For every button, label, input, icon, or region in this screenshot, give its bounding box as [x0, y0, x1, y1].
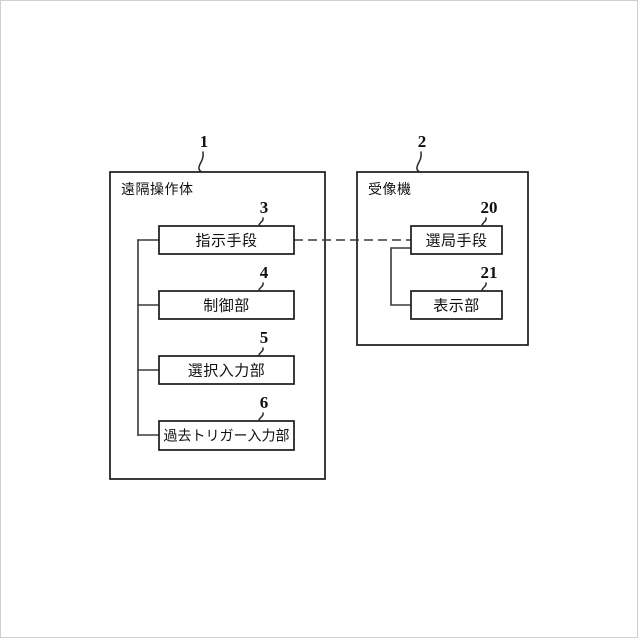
ref-21-number: 21 [481, 263, 498, 282]
block-display-unit-rect [410, 290, 503, 320]
ref-20-leader [481, 217, 487, 227]
ref-21-leader [481, 282, 487, 292]
ref-20-number: 20 [481, 198, 498, 217]
block-past-trigger-input-unit-label: 過去トリガー入力部 [164, 429, 290, 445]
block-tuning-means: 選局手段 [410, 225, 503, 255]
block-tuning-means-label: 選局手段 [425, 232, 487, 250]
block-control-unit-rect [158, 290, 295, 320]
block-selection-input-unit-rect [158, 355, 295, 385]
block-display-unit-label: 表示部 [433, 297, 480, 315]
panel-remote-operation-body-label: 遠隔操作体 [121, 182, 194, 198]
remote-internal-bus [137, 239, 160, 436]
ref-2-leader [416, 151, 422, 173]
block-tuning-means-rect [410, 225, 503, 255]
block-instruction-means-label: 指示手段 [195, 232, 257, 250]
block-selection-input-unit-label: 選択入力部 [188, 362, 266, 380]
ref-6-leader [258, 412, 264, 422]
ref-1-leader [198, 151, 204, 173]
block-control-unit: 制御部 [158, 290, 295, 320]
block-selection-input-unit: 選択入力部 [158, 355, 295, 385]
ref-5: 5 [258, 328, 269, 357]
block-instruction-means: 指示手段 [158, 225, 295, 255]
ref-20: 20 [481, 198, 498, 227]
ref-3-leader [258, 217, 264, 227]
block-instruction-means-rect [158, 225, 295, 255]
ref-5-number: 5 [260, 328, 269, 347]
ref-2: 2 [416, 132, 427, 173]
ref-4-leader [258, 282, 264, 292]
ref-5-leader [258, 347, 264, 357]
ref-4: 4 [258, 263, 269, 292]
ref-6-number: 6 [260, 393, 269, 412]
panel-receiver-label: 受像機 [368, 182, 412, 198]
ref-21: 21 [481, 263, 498, 292]
receiver-internal-bus [390, 247, 412, 306]
ref-3: 3 [258, 198, 269, 227]
ref-4-number: 4 [260, 263, 269, 282]
ref-1-number: 1 [200, 132, 209, 151]
block-past-trigger-input-unit: 過去トリガー入力部 [158, 420, 295, 451]
block-control-unit-label: 制御部 [203, 297, 250, 315]
panel-remote-operation-body [109, 171, 326, 480]
ref-1: 1 [198, 132, 209, 173]
ref-6: 6 [258, 393, 269, 422]
panel-receiver [356, 171, 529, 346]
block-past-trigger-input-unit-rect [158, 420, 295, 451]
block-display-unit: 表示部 [410, 290, 503, 320]
ref-2-number: 2 [418, 132, 427, 151]
ref-3-number: 3 [260, 198, 269, 217]
